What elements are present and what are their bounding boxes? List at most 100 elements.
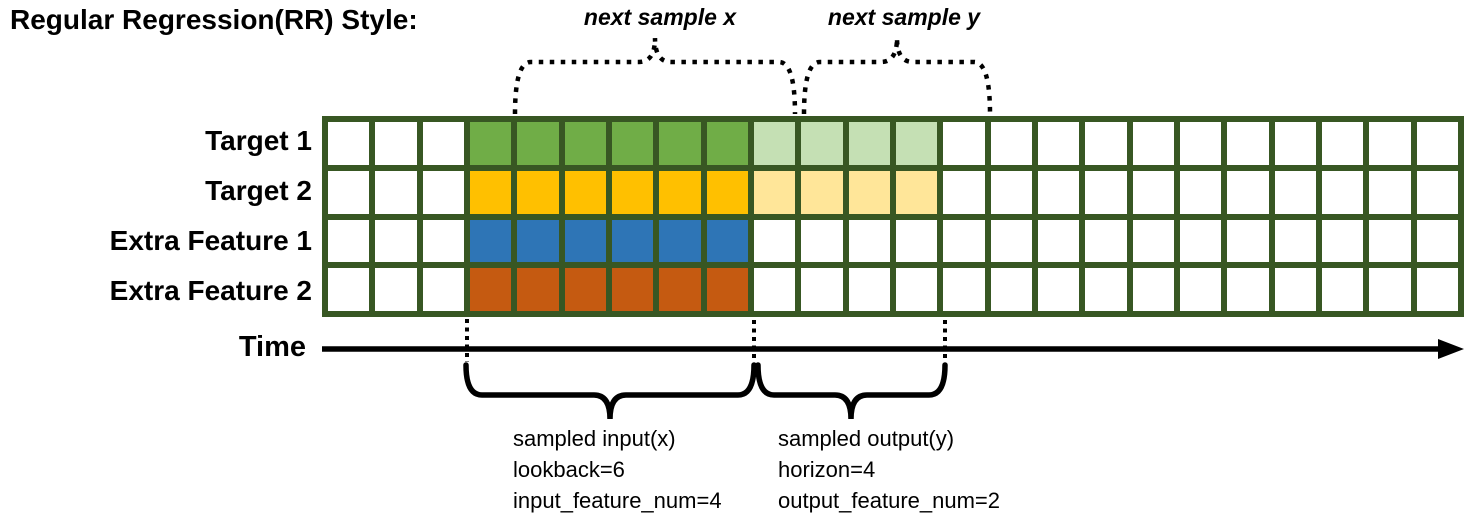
grid-cell [753,170,796,214]
grid-cell [1037,122,1080,165]
grid-cell [375,268,417,311]
grid-cell [1416,170,1458,214]
grid-cell [1227,219,1269,263]
sampled-input-caption-line3: input_feature_num=4 [513,488,722,513]
grid-cell [753,268,796,311]
grid-cell [1369,268,1411,311]
grid-cell [375,122,417,165]
row-label-target-1: Target 1 [205,125,312,156]
grid-cell [611,219,654,263]
grid-cell [422,122,464,165]
grid-cell [1085,268,1127,311]
grid-cell [706,122,748,165]
grid-cell [1037,219,1080,263]
grid-cell [1321,122,1364,165]
grid-cell [1321,219,1364,263]
grid-cell [801,122,843,165]
grid-cell [943,219,985,263]
diagram-title: Regular Regression(RR) Style: [10,4,418,35]
grid-cell [895,219,938,263]
grid-cell [990,219,1032,263]
grid-cell [469,122,512,165]
grid-cell [1274,268,1316,311]
grid-cell [1179,219,1222,263]
grid-cell [375,170,417,214]
grid-cell [1369,219,1411,263]
grid-cell [943,170,985,214]
grid-cell [1274,219,1316,263]
grid-cell [1085,170,1127,214]
row-label-extra-feature-2: Extra Feature 2 [109,275,312,306]
grid-cell [611,170,654,214]
grid-cell [1132,268,1174,311]
grid-cell [848,170,890,214]
row-label-target-2: Target 2 [205,175,312,206]
grid-cell [517,170,559,214]
grid-cell [1132,122,1174,165]
sampled-input-caption: sampled input(x) lookback=6 input_featur… [513,423,722,516]
time-series-grid [322,116,1464,317]
grid-cell [328,268,370,311]
next-sample-y-label: next sample y [827,4,981,30]
grid-cell [706,219,748,263]
grid-cell [564,170,606,214]
grid-cell [1416,219,1458,263]
sampled-output-caption-line3: output_feature_num=2 [778,488,1001,513]
grid-cell [895,170,938,214]
grid-cell [801,268,843,311]
sampled-input-brace [463,362,757,420]
grid-cell [611,268,654,311]
grid-cell [328,170,370,214]
time-axis-label: Time [238,331,306,363]
grid-cell [1179,268,1222,311]
grid-cell [753,122,796,165]
grid-cell [375,219,417,263]
grid-cell [1227,122,1269,165]
time-arrow-head [1438,339,1464,359]
grid-cell [1416,268,1458,311]
next-sample-y-brace [801,37,993,115]
grid-cell [659,219,701,263]
grid-cell [422,170,464,214]
grid-cell [990,170,1032,214]
grid-cell [517,122,559,165]
grid-cell [801,219,843,263]
grid-cell [990,268,1032,311]
sampled-output-caption-line2: horizon=4 [778,457,876,482]
grid-cell [1369,170,1411,214]
sampled-input-caption-line1: sampled input(x) [513,426,676,451]
sampled-output-caption-line1: sampled output(y) [778,426,955,451]
grid-cell [517,219,559,263]
grid-cell [1179,170,1222,214]
grid-cell [1085,122,1127,165]
grid-cell [659,268,701,311]
grid-cell [1085,219,1127,263]
grid-cell [1227,170,1269,214]
grid-cell [848,268,890,311]
grid-cell [564,268,606,311]
grid-cell [990,122,1032,165]
grid-cell [943,122,985,165]
grid-cell [706,170,748,214]
grid-cell [848,122,890,165]
grid-cell [1321,170,1364,214]
grid-cell [801,170,843,214]
grid-cell [469,268,512,311]
grid-cell [1179,122,1222,165]
grid-cell [753,219,796,263]
grid-cell [1274,170,1316,214]
grid-cell [659,170,701,214]
grid-cell [1369,122,1411,165]
grid-cell [564,122,606,165]
grid-cell [1037,170,1080,214]
grid-cell [469,219,512,263]
grid-cell [706,268,748,311]
sampled-output-brace [755,362,948,420]
grid-cell [895,268,938,311]
grid-cell [422,268,464,311]
grid-cell [895,122,938,165]
grid-cell [469,170,512,214]
grid-cell [848,219,890,263]
grid-cell [943,268,985,311]
